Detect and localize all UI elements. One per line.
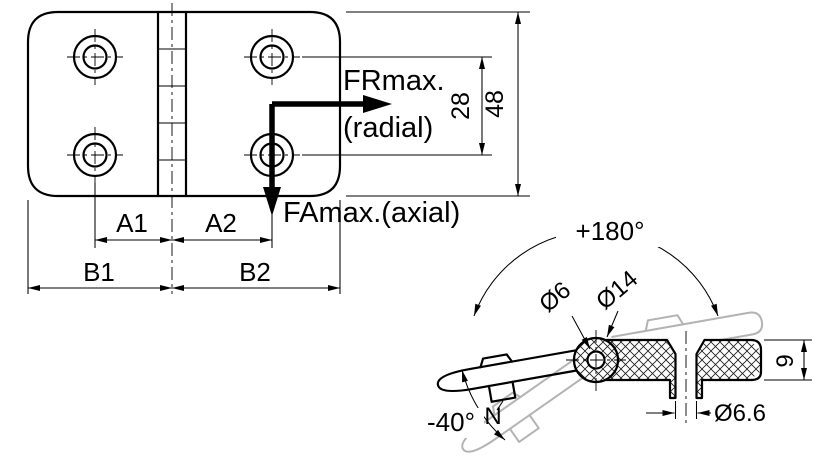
dimension-lines xyxy=(28,12,521,291)
hatch-right xyxy=(697,341,760,397)
front-view: FRmax. (radial) FAmax.(axial) A1 A2 B1 B… xyxy=(26,3,530,294)
mounting-hole-bottom-left xyxy=(67,127,123,183)
right-leaf-section xyxy=(604,331,763,424)
knuckle-dia-leader xyxy=(606,310,619,338)
closed-angle-label: -40° xyxy=(427,407,475,437)
hatch-left xyxy=(607,341,675,397)
thickness-label: 9 xyxy=(772,354,799,367)
mounting-hole-top-right xyxy=(244,29,300,85)
position-label: N xyxy=(484,403,501,430)
n-leader xyxy=(496,400,504,411)
axial-force-arrow xyxy=(263,104,281,216)
radial-force-sublabel: (radial) xyxy=(343,112,433,144)
left-leaf xyxy=(436,349,581,403)
pin-bore-leader xyxy=(571,315,591,350)
radial-force-label: FRmax. xyxy=(343,65,445,97)
dim-label-height: 48 xyxy=(481,90,509,118)
dim-label-b2: B2 xyxy=(239,257,271,287)
thickness-dimension xyxy=(764,339,812,381)
pin-bore-label: Ø6 xyxy=(534,277,576,318)
dim-label-a2: A2 xyxy=(205,208,237,238)
phantom-leaf-open xyxy=(611,311,764,360)
mount-hole-dimension xyxy=(646,401,711,419)
mount-hole-label: Ø6.6 xyxy=(714,400,766,427)
dim-label-hole-spacing: 28 xyxy=(447,92,475,120)
axial-force-label: FAmax.(axial) xyxy=(283,197,460,229)
label-mask xyxy=(556,214,664,247)
screw-head xyxy=(479,353,514,369)
dim-label-a1: A1 xyxy=(116,208,148,238)
label-mask xyxy=(420,408,484,438)
pin-bore-circle xyxy=(586,350,606,370)
right-leaf-outline xyxy=(604,338,763,400)
hinge-body-outline xyxy=(26,10,342,198)
open-angle-label: +180° xyxy=(576,216,645,246)
extension-lines xyxy=(27,11,530,294)
radial-force-arrow xyxy=(272,95,392,113)
knuckle xyxy=(566,330,626,392)
side-view: +180° -40° Ø6 Ø14 9 Ø6.6 N xyxy=(420,214,812,453)
mounting-hole-top-left xyxy=(67,29,123,85)
knuckle-dia-label: Ø14 xyxy=(591,265,643,315)
dim-label-b1: B1 xyxy=(83,257,115,287)
